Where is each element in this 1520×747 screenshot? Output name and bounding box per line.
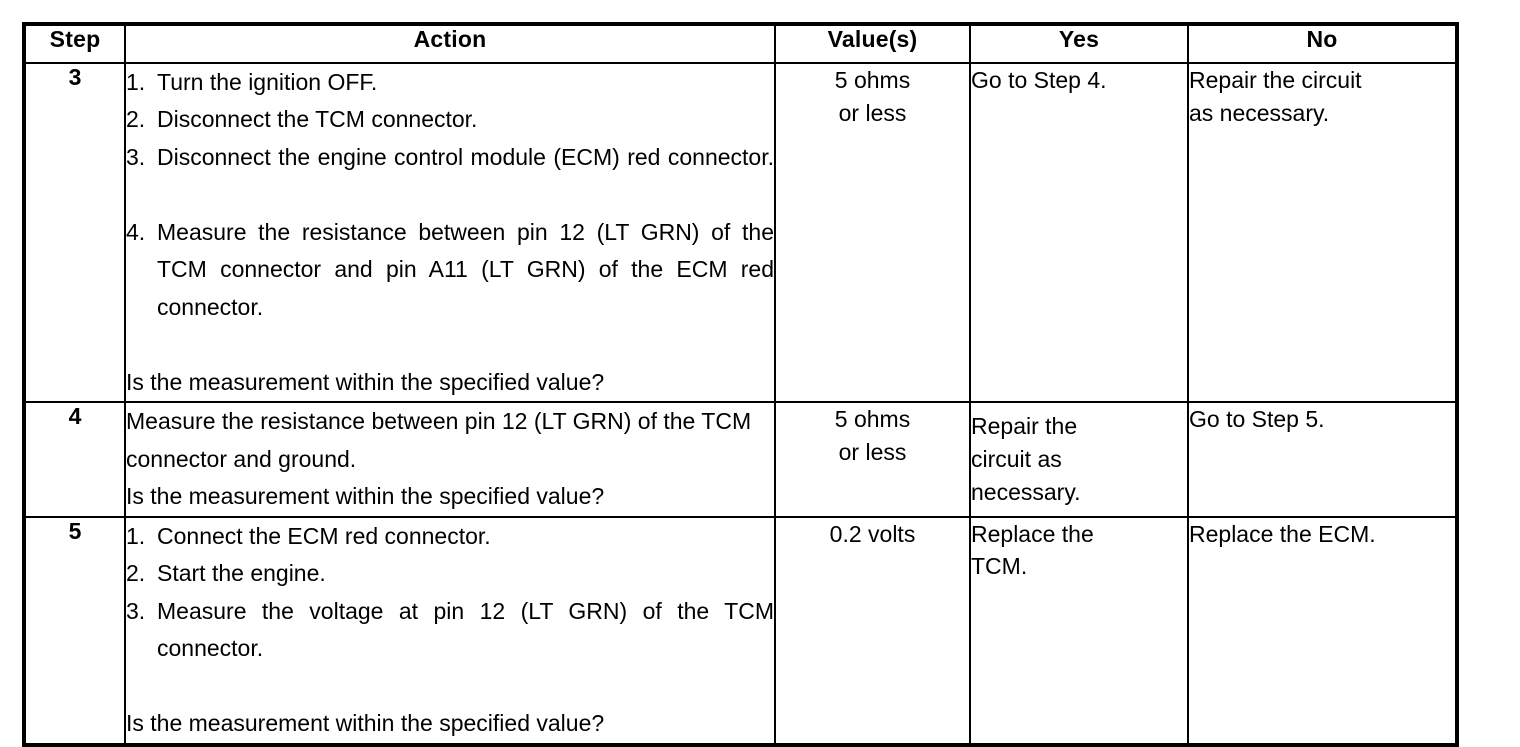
action-step-item: 1. Turn the ignition OFF. bbox=[126, 64, 774, 101]
no-cell-line: as necessary. bbox=[1189, 99, 1330, 126]
action-step-text: Measure the resistance between pin 12 (L… bbox=[157, 218, 774, 320]
no-cell-line: Repair the circuit bbox=[1189, 67, 1362, 93]
step-number-cell: 5 bbox=[23, 515, 126, 746]
value-cell: 5 ohms or less bbox=[774, 61, 971, 404]
header-row: Step Action Value(s) Yes No bbox=[23, 23, 1458, 64]
action-step-list: 1. Connect the ECM red connector. 2. Start … bbox=[126, 518, 774, 705]
value-cell-line: or less bbox=[838, 99, 907, 126]
column-header-no: No bbox=[1187, 23, 1458, 64]
action-step-item: Measure the resistance between pin 12 (L… bbox=[126, 403, 774, 478]
no-cell: Repair the circuit as necessary. bbox=[1187, 61, 1458, 404]
action-question-text: Is the measurement within the specified … bbox=[126, 368, 605, 395]
value-cell: 0.2 volts bbox=[774, 515, 971, 746]
no-cell-line: Go to Step 5. bbox=[1189, 406, 1325, 433]
no-cell: Replace the ECM. bbox=[1187, 515, 1458, 746]
value-cell-line: 5 ohms bbox=[834, 67, 911, 93]
column-header-action: Action bbox=[124, 23, 776, 64]
action-step-text: Measure the resistance between pin 12 (L… bbox=[126, 408, 752, 472]
yes-cell: Go to Step 4. bbox=[969, 61, 1189, 404]
no-cell: Go to Step 5. bbox=[1187, 401, 1458, 518]
action-step-text: Disconnect the engine control module (EC… bbox=[157, 143, 774, 170]
value-cell-line: 5 ohms bbox=[834, 406, 911, 433]
no-cell-line: Replace the ECM. bbox=[1189, 520, 1376, 547]
yes-cell-line: necessary. bbox=[971, 478, 1081, 505]
value-cell-line: or less bbox=[838, 439, 907, 466]
action-step-number: 4. bbox=[126, 218, 146, 245]
action-step-text: Start the engine. bbox=[157, 560, 326, 587]
action-step-text: Turn the ignition OFF. bbox=[157, 69, 378, 95]
action-step-list: 1. Turn the ignition OFF. 2. Disconnect the… bbox=[126, 64, 774, 364]
action-step-item: 2. Disconnect the TCM connector. bbox=[126, 101, 774, 138]
action-question-text: Is the measurement within the specified … bbox=[126, 483, 605, 510]
yes-cell-line: TCM. bbox=[971, 553, 1028, 580]
value-cell: 5 ohms or less bbox=[774, 401, 971, 518]
action-step-number: 3. bbox=[126, 143, 146, 170]
action-step-text: Disconnect the TCM connector. bbox=[157, 106, 478, 133]
action-step-number: 3. bbox=[126, 597, 146, 624]
action-step-item: 2. Start the engine. bbox=[126, 555, 774, 592]
yes-cell: Repair the circuit as necessary. bbox=[969, 401, 1189, 518]
action-cell: Measure the resistance between pin 12 (L… bbox=[124, 401, 776, 518]
action-question-text: Is the measurement within the specified … bbox=[126, 710, 605, 737]
action-step-list: Measure the resistance between pin 12 (L… bbox=[126, 403, 774, 478]
action-step-number: 2. bbox=[126, 560, 146, 587]
action-step-item: 1. Connect the ECM red connector. bbox=[126, 518, 774, 555]
column-header-yes: Yes bbox=[969, 23, 1189, 64]
action-step-number: 2. bbox=[126, 106, 146, 133]
yes-cell-line: circuit as bbox=[971, 446, 1062, 473]
action-step-text: Connect the ECM red connector. bbox=[157, 522, 491, 549]
action-step-item: 4. Measure the resistance between pin 12 … bbox=[126, 214, 774, 364]
yes-cell-line: Replace the bbox=[971, 520, 1094, 547]
column-header-step: Step bbox=[23, 23, 126, 64]
action-cell: 1. Turn the ignition OFF. 2. Disconnect the… bbox=[124, 61, 776, 404]
action-step-item: 3. Measure the voltage at pin 12 (LT GRN)… bbox=[126, 593, 774, 705]
action-step-number: 1. bbox=[126, 69, 146, 95]
action-step-item: 3. Disconnect the engine control module (… bbox=[126, 139, 774, 214]
column-header-values: Value(s) bbox=[774, 23, 971, 64]
table-header: Step Action Value(s) Yes No bbox=[23, 23, 1458, 64]
action-step-number: 1. bbox=[126, 522, 146, 549]
action-step-text: Measure the voltage at pin 12 (LT GRN) o… bbox=[157, 597, 774, 662]
yes-cell-line: Go to Step 4. bbox=[971, 67, 1107, 93]
action-cell: 1. Connect the ECM red connector. 2. Start … bbox=[124, 515, 776, 746]
value-cell-line: 0.2 volts bbox=[829, 520, 916, 547]
yes-cell-line: Repair the bbox=[971, 413, 1078, 440]
step-number-cell: 3 bbox=[23, 61, 126, 404]
step-number-cell: 4 bbox=[23, 401, 126, 518]
